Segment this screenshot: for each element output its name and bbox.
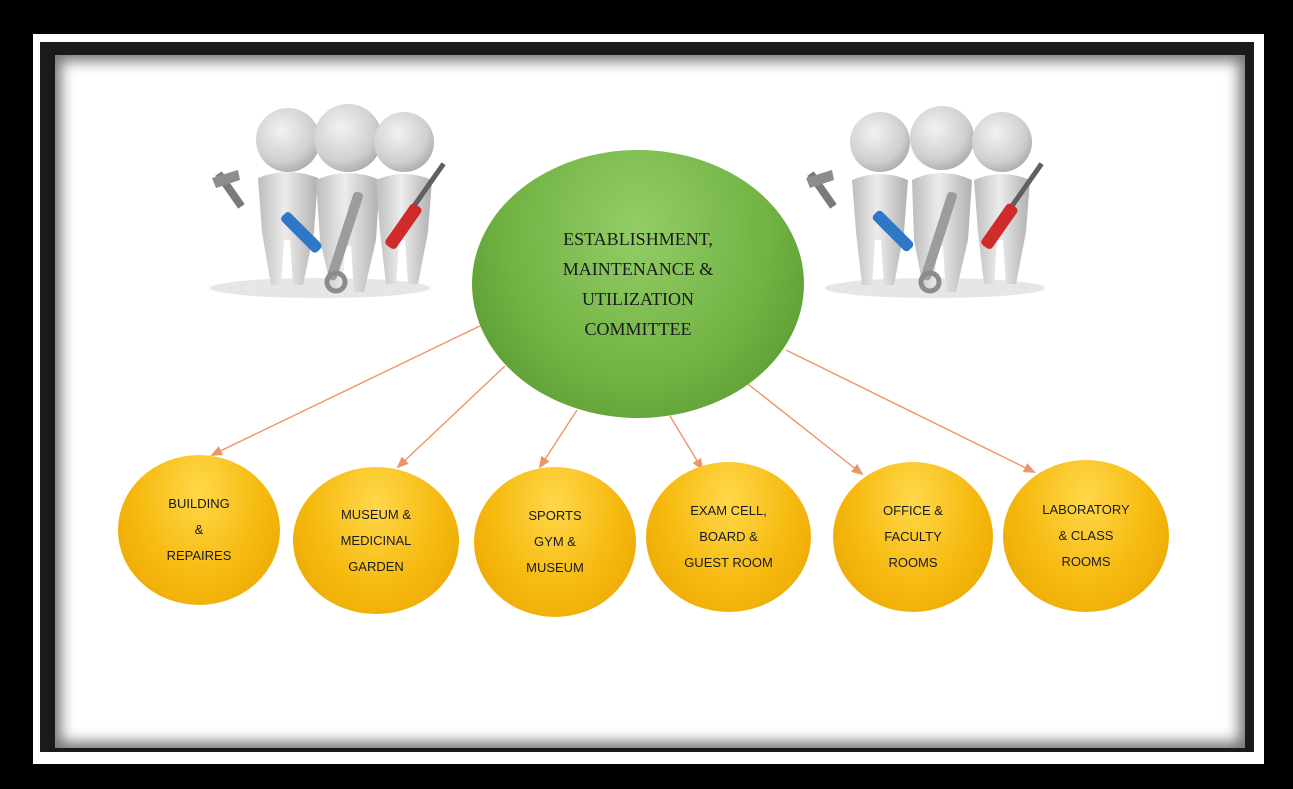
node-line: FACULTY <box>884 529 942 544</box>
center-line: COMMITTEE <box>584 319 692 339</box>
arrow-to-building <box>210 324 483 456</box>
node-sports-gym-museum: SPORTS GYM & MUSEUM <box>474 467 636 617</box>
node-line: MUSEUM <box>526 560 584 575</box>
worker-figures-right-icon <box>806 106 1045 298</box>
node-line: SPORTS <box>528 508 582 523</box>
node-exam-cell-board-guest-room: EXAM CELL, BOARD & GUEST ROOM <box>646 462 811 612</box>
node-line: & <box>194 522 204 537</box>
arrow-to-exam <box>669 415 704 471</box>
node-line: BOARD & <box>699 529 758 544</box>
node-label: OFFICE & FACULTY ROOMS <box>858 498 968 576</box>
center-committee-node: ESTABLISHMENT, MAINTENANCE & UTILIZATION… <box>472 150 804 418</box>
node-line: GUEST ROOM <box>684 555 773 570</box>
node-museum-medicinal-garden: MUSEUM & MEDICINAL GARDEN <box>293 467 459 614</box>
center-line: UTILIZATION <box>582 289 694 309</box>
node-line: ROOMS <box>1061 554 1111 569</box>
node-line: MUSEUM & <box>340 506 412 522</box>
arrow-to-museum <box>396 365 506 469</box>
node-line: & CLASS <box>1058 528 1114 543</box>
node-line: OFFICE & <box>883 503 943 518</box>
arrow-to-sports <box>538 409 578 469</box>
node-line: EXAM CELL, <box>690 503 767 518</box>
arrow-to-office <box>747 383 864 476</box>
node-label: EXAM CELL, BOARD & GUEST ROOM <box>674 498 784 576</box>
node-line: ROOMS <box>888 555 938 570</box>
center-line: MAINTENANCE & <box>562 259 714 279</box>
node-office-faculty-rooms: OFFICE & FACULTY ROOMS <box>833 462 993 612</box>
node-label: LABORATORY & CLASS ROOMS <box>1031 497 1141 575</box>
arrow-to-laboratory <box>785 349 1036 473</box>
center-line: ESTABLISHMENT, <box>563 229 713 249</box>
node-line: BUILDING <box>168 496 230 511</box>
worker-figures-left-icon <box>210 104 446 298</box>
node-label: BUILDING & REPAIRES <box>144 491 254 569</box>
node-label: SPORTS GYM & MUSEUM <box>500 503 610 581</box>
node-line: GARDEN <box>348 558 404 574</box>
node-line: REPAIRES <box>166 548 232 563</box>
node-line: MEDICINAL <box>340 532 412 548</box>
node-building-repaires: BUILDING & REPAIRES <box>118 455 280 605</box>
node-line: LABORATORY <box>1042 502 1130 517</box>
center-committee-label: ESTABLISHMENT, MAINTENANCE & UTILIZATION… <box>518 224 758 344</box>
node-label: MUSEUM & MEDICINAL GARDEN <box>321 502 431 580</box>
node-laboratory-class-rooms: LABORATORY & CLASS ROOMS <box>1003 460 1169 612</box>
node-line: GYM & <box>534 534 576 549</box>
